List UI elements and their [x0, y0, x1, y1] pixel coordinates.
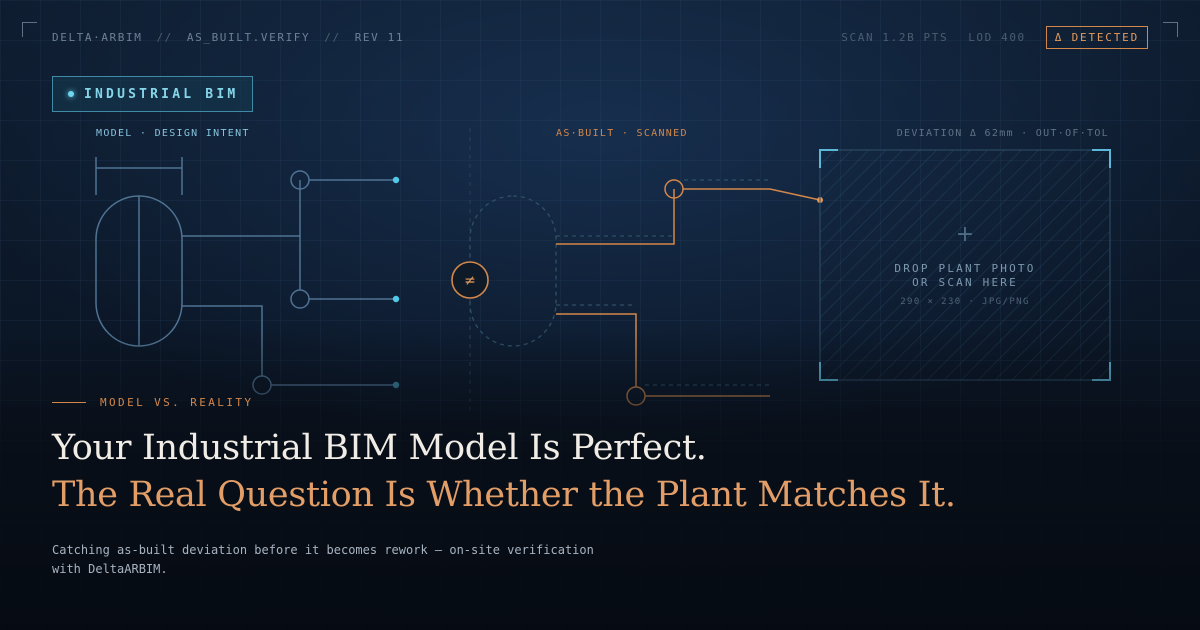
design-node-1 — [392, 176, 400, 184]
status-dot-icon — [68, 91, 74, 97]
breadcrumb-path: AS_BUILT.VERIFY — [186, 31, 311, 44]
scanned-valve-1 — [664, 179, 684, 199]
brand-name: DELTA·ARBIM — [52, 31, 143, 44]
model-label: MODEL · DESIGN INTENT — [96, 128, 250, 139]
design-node-2 — [392, 295, 400, 303]
scanned-pipe-upper — [556, 189, 675, 245]
dropzone-label-line1: DROP PLANT PHOTO — [894, 262, 1036, 275]
corner-bracket-top-right — [1163, 22, 1178, 37]
headline-line1: Your Industrial BIM Model Is Perfect. — [52, 428, 707, 468]
topbar-breadcrumb: DELTA·ARBIM // AS_BUILT.VERIFY // REV 11 — [52, 31, 404, 44]
bottom-fade — [0, 330, 1200, 630]
revision-label: REV 11 — [354, 31, 405, 44]
category-chip-label: INDUSTRIAL BIM — [84, 86, 239, 102]
design-valve-2 — [290, 289, 310, 309]
status-badge: Δ DETECTED — [1045, 26, 1148, 49]
corner-bracket-top-left — [22, 22, 37, 37]
design-pipe-upper — [182, 180, 301, 237]
subtitle: Catching as-built deviation before it be… — [52, 543, 594, 576]
add-icon[interactable]: + — [955, 222, 975, 247]
topbar-stats: SCAN 1.2B PTS LOD 400 Δ DETECTED — [841, 26, 1148, 49]
eyebrow-rule — [52, 402, 86, 403]
breadcrumb-separator: // — [324, 31, 341, 44]
scanned-pipe-deviated — [683, 188, 821, 201]
dropzone-hint: 290 × 230 · JPG/PNG — [900, 297, 1030, 307]
eyebrow-label: MODEL VS. REALITY — [100, 396, 254, 409]
lod-stat: LOD 400 — [968, 31, 1026, 44]
dimension-marker — [95, 157, 183, 195]
category-chip: INDUSTRIAL BIM — [52, 76, 253, 112]
design-valve-1 — [290, 170, 310, 190]
eyebrow: MODEL VS. REALITY — [52, 396, 253, 409]
scan-stat: SCAN 1.2B PTS — [841, 31, 949, 44]
asbuilt-label: AS·BUILT · SCANNED — [556, 128, 688, 139]
deviation-label: DEVIATION Δ 62mm · OUT·OF·TOL — [897, 128, 1109, 139]
headline-line2: The Real Question Is Whether the Plant M… — [52, 475, 956, 515]
mismatch-symbol: ≠ — [464, 273, 476, 289]
breadcrumb-separator: // — [156, 31, 173, 44]
mismatch-icon: ≠ — [451, 261, 489, 299]
dropzone-label-line2: OR SCAN HERE — [912, 276, 1018, 289]
